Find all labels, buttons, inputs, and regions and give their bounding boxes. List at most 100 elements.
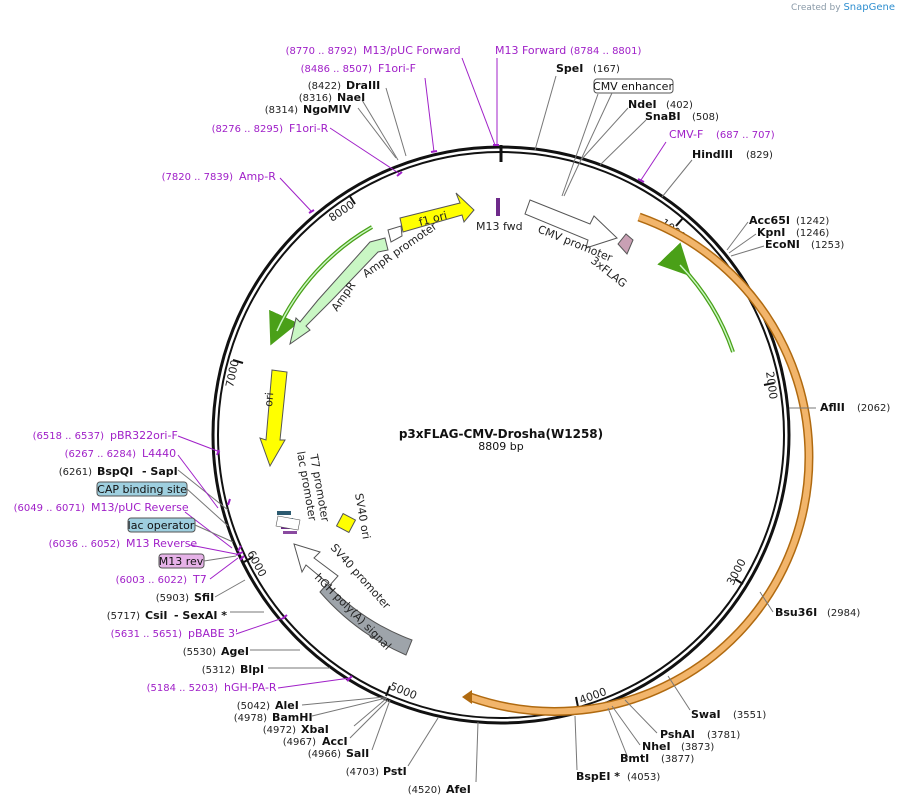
enzyme-swai: SwaI [691,708,721,721]
enzyme-hindiii-pos: (829) [746,150,773,161]
primer-m13puc-forward-pos: (8770 .. 8792) [286,46,358,57]
enzyme-sexai: - SexAI * [174,609,227,622]
primer-amp-r: Amp-R [239,170,276,183]
primer-leaders [177,57,667,689]
enzyme-sali-pos: (4966) [308,749,341,760]
enzyme-bamhi: BamHI [272,711,313,724]
enzyme-acci-pos: (4967) [283,737,316,748]
lac-operator-box: lac operator [127,517,196,533]
enzyme-afei: AfeI [446,783,471,796]
primer-m13puc-reverse: M13/pUC Reverse [91,501,189,514]
svg-text:CAP binding site: CAP binding site [97,483,187,496]
enzyme-ngomiv-pos: (8314) [265,105,298,116]
enzyme-leaders [177,75,816,783]
primer-t7-pos: (6003 .. 6022) [116,575,188,586]
enzyme-psti: PstI [383,765,407,778]
enzyme-ndei-pos: (402) [666,100,693,111]
primer-t7: T7 [192,573,207,586]
enzyme-pshai: PshAI [660,728,695,741]
hgh-polya [319,583,413,656]
t7-promoter-mark [277,511,291,515]
tick-3000: 3000 [724,557,749,588]
ampr-promoter [387,225,403,243]
enzyme-sapi: - SapI [142,465,178,478]
enzyme-csii: CsiI [145,609,167,622]
primer-l4440-pos: (6267 .. 6284) [65,449,137,460]
enzyme-bspqi: BspQI [97,465,133,478]
primer-m13-forward-pos: (8784 .. 8801) [570,46,642,57]
enzyme-kpni-pos: (1246) [796,228,829,239]
enzyme-bmti: BmtI [620,752,649,765]
enzyme-draiii: DraIII [346,79,380,92]
enzyme-xbai: XbaI [301,723,329,736]
enzyme-econi: EcoNI [765,238,800,251]
enzyme-acc65i-pos: (1242) [796,216,829,227]
plasmid-name: p3xFLAG-CMV-Drosha(W1258) [399,427,603,441]
enzyme-blpi-pos: (5312) [202,665,235,676]
enzyme-sali: SalI [346,747,369,760]
enzyme-acc65i: Acc65I [749,214,790,227]
primer-m13puc-reverse-pos: (6049 .. 6071) [14,503,86,514]
ori [259,369,288,468]
ampr-gene [289,237,389,346]
svg-text:CMV enhancer: CMV enhancer [593,80,673,93]
lac-promoter [275,515,301,531]
enzyme-nhei-pos: (3873) [681,742,714,753]
primer-f1ori-r: F1ori-R [289,122,329,135]
enzyme-naei-pos: (8316) [299,93,332,104]
primer-pbr322ori-f-pos: (6518 .. 6537) [33,431,105,442]
primer-m13-reverse-pos: (6036 .. 6052) [49,539,121,550]
f1-ori [399,192,475,233]
green-arrow-right [657,242,735,353]
enzyme-alei: AleI [275,699,299,712]
enzyme-spei: SpeI [556,62,583,75]
primer-m13-reverse: M13 Reverse [126,537,197,550]
primer-marks [216,144,645,682]
enzyme-pshai-pos: (3781) [707,730,740,741]
snapgene-logo: SnapGene [843,2,895,13]
tick-7000: 7000 [223,359,242,389]
enzyme-bsu36i-pos: (2984) [827,608,860,619]
enzyme-csii-pos: (5717) [107,611,140,622]
primer-m13puc-forward: M13/pUC Forward [363,44,461,57]
position-ticks [232,194,775,708]
enzyme-spei-pos: (167) [593,64,620,75]
primer-l4440: L4440 [142,447,176,460]
primer-pbr322ori-f: pBR322ori-F [110,429,178,442]
enzyme-kpni: KpnI [757,226,785,239]
enzyme-ndei: NdeI [628,98,657,111]
enzyme-nhei: NheI [642,740,671,753]
primer-hgh-pa-r: hGH-PA-R [224,681,277,694]
enzyme-draiii-pos: (8422) [308,81,341,92]
enzyme-snabi-pos: (508) [692,112,719,123]
enzyme-acci: AccI [322,735,348,748]
enzyme-aflii-pos: (2062) [857,403,890,414]
primer-m13-forward: M13 Forward [495,44,566,57]
enzyme-alei-pos: (5042) [237,701,270,712]
svg-text:M13 rev: M13 rev [159,555,204,568]
enzyme-afei-pos: (4520) [408,785,441,796]
enzyme-naei: NaeI [337,91,365,104]
enzyme-snabi: SnaBI [645,110,681,123]
m13-rev-box: M13 rev [158,553,205,569]
enzyme-econi-pos: (1253) [811,240,844,251]
enzyme-ngomiv: NgoMIV [303,103,352,116]
m13-fwd [496,198,500,216]
enzyme-sfii: SfiI [194,591,214,604]
svg-text:lac operator: lac operator [128,519,195,532]
hgh-polya-label: hGH poly(A) signal [312,571,394,653]
enzyme-bsu36i: Bsu36I [775,606,817,619]
primer-hgh-pa-r-pos: (5184 .. 5203) [147,683,219,694]
enzyme-bmti-pos: (3877) [661,754,694,765]
m13-fwd-label: M13 fwd [476,220,523,233]
cap-binding-site-box: CAP binding site [96,481,188,497]
green-arrow-left [269,225,373,346]
credit-text: Created by [791,3,841,13]
3xflag [617,233,634,255]
sv40-ori-label: SV40 ori [352,492,373,540]
primer-cmv-f-pos: (687 .. 707) [716,130,775,141]
snapgene-credit: Created by SnapGene [791,2,895,13]
cmv-promoter [524,199,618,249]
enzyme-aflii: AflII [820,401,845,414]
